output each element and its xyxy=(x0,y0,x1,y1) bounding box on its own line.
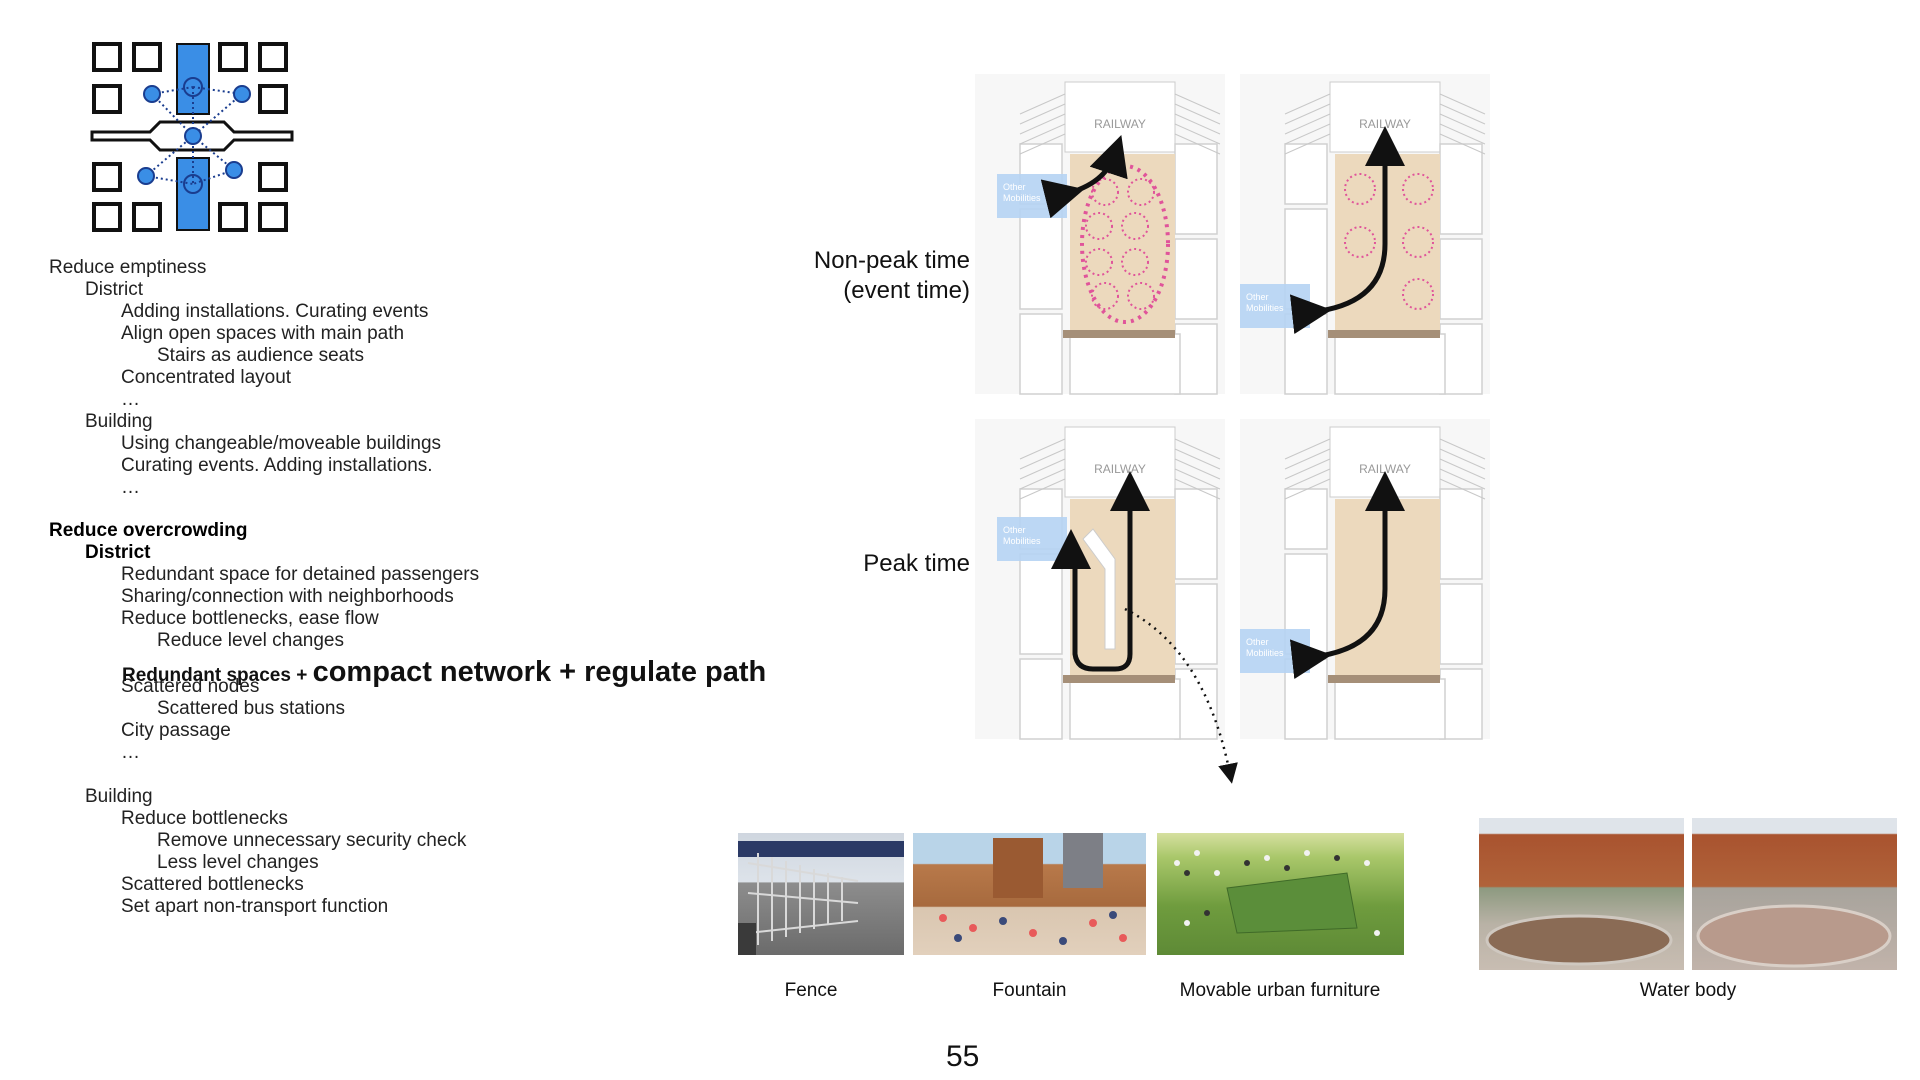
outline-item: Remove unnecessary security check xyxy=(157,830,467,851)
outline-item: Building xyxy=(85,786,153,807)
nonpeak-label: Non-peak time (event time) xyxy=(780,246,970,306)
outline-item: District xyxy=(85,542,151,563)
outline-item: Reduce overcrowding xyxy=(49,520,248,541)
outline-item: Curating events. Adding installations. xyxy=(121,455,433,476)
other-mobilities-label: Other xyxy=(1246,637,1269,647)
outline-item: Stairs as audience seats xyxy=(157,345,365,366)
peak-label: Peak time xyxy=(863,550,970,577)
outline-item: Sharing/connection with neighborhoods xyxy=(121,586,454,607)
nonpeak-label-line2: (event time) xyxy=(843,277,970,304)
railway-label: RAILWAY xyxy=(1094,462,1146,476)
outline-item: … xyxy=(121,742,140,763)
outline-item: City passage xyxy=(121,720,231,741)
other-mobilities-label: Mobilities xyxy=(1003,193,1041,203)
other-mobilities-label: Mobilities xyxy=(1246,648,1284,658)
network-icon-diagram xyxy=(90,42,294,232)
station-diagrams: RAILWAY Other Mobilities RAILWAY xyxy=(975,74,1490,784)
outline-item: … xyxy=(121,477,140,498)
caption-fountain: Fountain xyxy=(992,980,1067,1001)
other-mobilities-label: Other xyxy=(1003,182,1026,192)
outline-item: Reduce bottlenecks xyxy=(121,808,288,829)
highlight-big: compact network + regulate path xyxy=(312,656,767,688)
outline-item: Scattered bus stations xyxy=(157,698,345,719)
outline-item: Align open spaces with main path xyxy=(121,323,405,344)
railway-label: RAILWAY xyxy=(1094,117,1146,131)
railway-label: RAILWAY xyxy=(1359,462,1411,476)
diagram-nonpeak-b: RAILWAY Other Mobilities xyxy=(1240,74,1490,395)
caption-fence: Fence xyxy=(784,980,838,1001)
water-photo-2 xyxy=(1692,818,1897,970)
caption-furniture: Movable urban furniture xyxy=(1179,980,1381,1001)
outline-item: Redundant space for detained passengers xyxy=(121,564,480,585)
diagram-peak-a: RAILWAY Other Mobilities xyxy=(975,419,1238,784)
outline-item: Adding installations. Curating events xyxy=(121,301,429,322)
water-photo-1 xyxy=(1479,818,1684,970)
other-mobilities-label: Other xyxy=(1246,292,1269,302)
other-mobilities-label: Mobilities xyxy=(1003,536,1041,546)
outline-item: … xyxy=(121,389,140,410)
outline-item: District xyxy=(85,279,144,300)
outline-item: Reduce emptiness xyxy=(49,257,207,278)
outline-item: Reduce level changes xyxy=(157,630,344,651)
outline-item: Building xyxy=(85,411,153,432)
other-mobilities-label: Mobilities xyxy=(1246,303,1284,313)
page-number: 55 xyxy=(946,1040,980,1073)
diagram-nonpeak-a: RAILWAY Other Mobilities xyxy=(975,74,1225,395)
outline-item: Reduce bottlenecks, ease flow xyxy=(121,608,379,629)
outline-item: Scattered bottlenecks xyxy=(121,874,304,895)
railway-label: RAILWAY xyxy=(1359,117,1411,131)
nonpeak-label-line1: Non-peak time xyxy=(813,247,970,274)
outline-item: Set apart non-transport function xyxy=(121,896,389,917)
caption-water: Water body xyxy=(1639,980,1737,1001)
diagram-peak-b: RAILWAY Other Mobilities xyxy=(1240,419,1490,740)
outline-item: Using changeable/moveable buildings xyxy=(121,433,442,454)
highlight-line: Redundant spaces + compact network + reg… xyxy=(122,656,766,689)
outline-item: Concentrated layout xyxy=(121,367,292,388)
highlight-small: Redundant spaces + xyxy=(122,665,313,686)
outline-item: Scattered nodes xyxy=(121,676,260,697)
fence-photo xyxy=(738,833,904,955)
fountain-photo xyxy=(913,833,1146,955)
other-mobilities-label: Other xyxy=(1003,525,1026,535)
furniture-photo xyxy=(1157,833,1404,955)
outline-item: Less level changes xyxy=(157,852,319,873)
